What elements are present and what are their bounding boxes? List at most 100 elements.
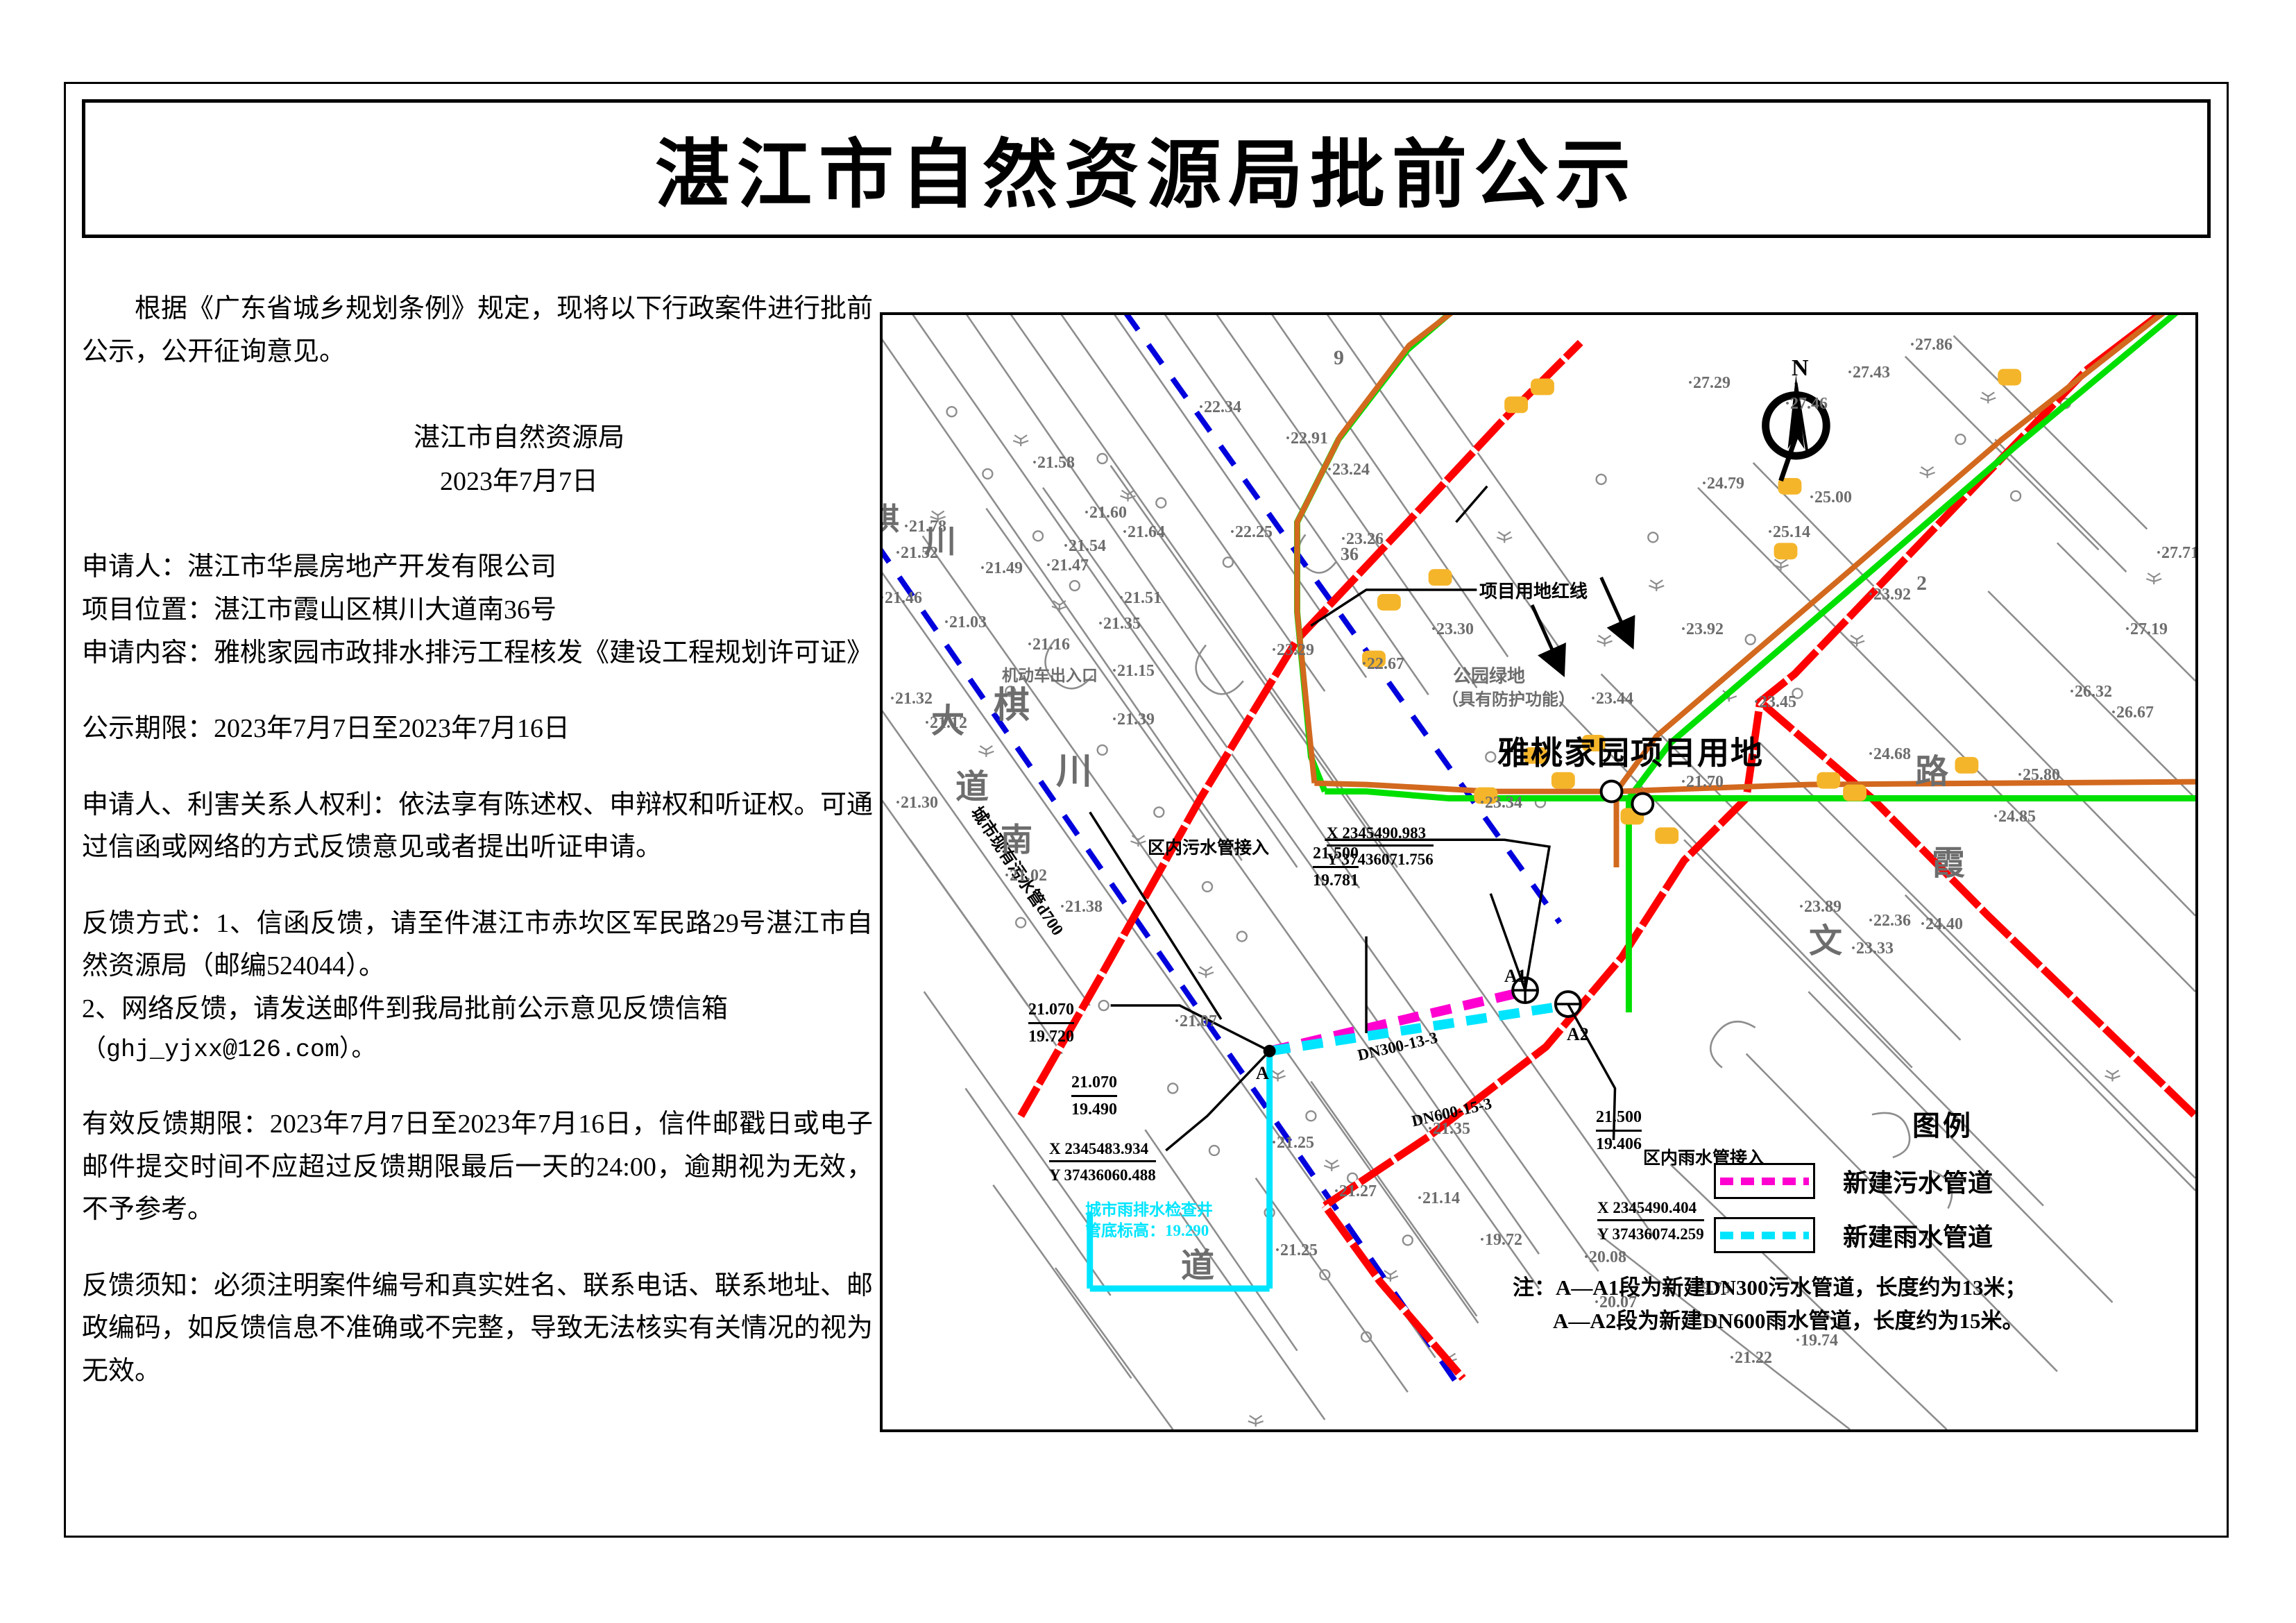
road-west-char-4: 川 bbox=[1056, 752, 1093, 792]
legend-item-storm: 新建雨水管道 bbox=[1714, 1217, 2172, 1253]
spot-height: ·23.30 bbox=[1431, 620, 1474, 638]
legend-item-sewage: 新建污水管道 bbox=[1714, 1163, 2172, 1199]
legend-note-line-2: A—A2段为新建DN600雨水管道，长度约为15米。 bbox=[1553, 1309, 2024, 1334]
elevation-top-4: 21.070 bbox=[1071, 1073, 1117, 1091]
spot-height: ·27.71 bbox=[2156, 544, 2198, 562]
page-title: 湛江市自然资源局批前公示 bbox=[654, 135, 1638, 217]
coordinate-x-2: X 2345490.404 bbox=[1597, 1199, 1697, 1216]
spot-height: ·19.75 bbox=[1687, 1280, 1731, 1298]
spot-height: ·22.36 bbox=[1868, 912, 1912, 930]
spot-height: ·25.00 bbox=[1809, 488, 1853, 507]
storm-line-swatch-icon bbox=[1714, 1217, 1815, 1253]
spot-height: ·21.30 bbox=[895, 794, 939, 812]
coordinate-y-2: Y 37436074.259 bbox=[1597, 1219, 1704, 1246]
spot-height: ·23.26 bbox=[1341, 530, 1384, 548]
spot-height: ·21.78 bbox=[903, 518, 947, 536]
spot-height: ·21.15 bbox=[1112, 662, 1155, 680]
elevation-pair-2: 21.500 19.406 bbox=[1596, 1106, 1642, 1156]
elevation-top-1: 21.500 bbox=[1313, 844, 1359, 863]
lot-number-2: 2 bbox=[1916, 572, 1927, 595]
spot-height: ·26.50 bbox=[2194, 714, 2195, 733]
spot-height: ·24.68 bbox=[1868, 745, 1912, 763]
spot-height: ·24.85 bbox=[1993, 808, 2036, 826]
page-border bbox=[64, 82, 2229, 1538]
spot-height: ·20.07 bbox=[1594, 1293, 1638, 1311]
coordinate-x-3: X 2345483.934 bbox=[1049, 1140, 1149, 1157]
lot-number-9: 9 bbox=[1334, 346, 1344, 369]
green-space-label: 公园绿地 bbox=[1453, 666, 1526, 686]
spot-height: ·23.92 bbox=[1868, 586, 1912, 604]
spot-height: ·21.39 bbox=[1112, 711, 1155, 729]
existing-utility-blue-dashed bbox=[883, 315, 1563, 1394]
issuer-block: 湛江市自然资源局 2023年7月7日 bbox=[82, 416, 873, 503]
road-west-char-6: 川 bbox=[924, 524, 956, 559]
map-legend: 图例 新建污水管道 新建雨水管道 注：A—A1段为新建DN300污水管道，长度约… bbox=[1513, 1103, 2172, 1338]
spot-height: ·21.07 bbox=[1174, 1012, 1218, 1030]
elevation-pair-3: 21.070 19.720 bbox=[1028, 999, 1074, 1048]
vegetation-symbols bbox=[930, 391, 2162, 1427]
coordinate-callout-1: X 2345490.983 Y 37436071.756 bbox=[1327, 822, 1434, 872]
elevation-bottom-4: 19.490 bbox=[1071, 1094, 1117, 1122]
spot-height: ·21.38 bbox=[1060, 898, 1103, 916]
spot-height: ·21.35 bbox=[1098, 615, 1141, 633]
elevation-bottom-3: 19.720 bbox=[1028, 1021, 1074, 1049]
feedback-method-2: 2、网络反馈，请发送邮件到我局批前公示意见反馈信箱 bbox=[82, 994, 729, 1023]
feedback-notice: 反馈须知：必须注明案件编号和真实姓名、联系电话、联系地址、邮政编码，如反馈信息不… bbox=[82, 1271, 874, 1386]
legend-label-storm: 新建雨水管道 bbox=[1843, 1223, 1993, 1251]
title-banner: 湛江市自然资源局批前公示 bbox=[82, 99, 2211, 238]
lot-number-36: 36 bbox=[1341, 544, 1359, 564]
spot-height: ·21.51 bbox=[1119, 589, 1162, 607]
spot-height: ·23.89 bbox=[1798, 898, 1842, 916]
spot-height: ·24.79 bbox=[1701, 475, 1745, 493]
project-location-line: 项目位置：湛江市霞山区棋川大道南36号 bbox=[82, 595, 557, 625]
spot-height: ·27.86 bbox=[1910, 336, 1953, 354]
spot-height: ·21.46 bbox=[880, 589, 923, 607]
applicant-line: 申请人：湛江市华晨房地产开发有限公司 bbox=[82, 552, 557, 582]
elevation-top-3: 21.070 bbox=[1028, 1001, 1074, 1019]
vehicle-entrance-label: 机动车出入口 bbox=[1002, 667, 1098, 684]
spot-height: ·27.43 bbox=[1847, 364, 1891, 382]
yellow-boundary-markers bbox=[1362, 368, 2022, 844]
spot-height: ·27.29 bbox=[1687, 374, 1731, 392]
sewage-connect-label: 区内污水管接入 bbox=[1148, 839, 1270, 858]
spot-height: ·21.32 bbox=[890, 690, 933, 708]
spot-height: ·27.46 bbox=[1785, 395, 1828, 413]
spot-height: ·21.60 bbox=[1084, 504, 1128, 522]
node-a-label: A bbox=[1256, 1063, 1269, 1083]
road-east-char-1: 路 bbox=[1915, 754, 1949, 790]
legend-note: 注：A—A1段为新建DN300污水管道，长度约为13米； A—A2段为新建DN6… bbox=[1513, 1271, 2172, 1338]
spot-height: ·21.49 bbox=[980, 559, 1023, 577]
spot-height: ·21.12 bbox=[924, 714, 968, 732]
coordinate-callout-3: X 2345483.934 Y 37436060.488 bbox=[1049, 1137, 1156, 1187]
spot-height: ·22.91 bbox=[1285, 430, 1329, 448]
redline-callout-label: 项目用地红线 bbox=[1479, 581, 1588, 602]
spot-height: ·21.52 bbox=[895, 544, 939, 562]
coordinate-callout-2: X 2345490.404 Y 37436074.259 bbox=[1597, 1196, 1704, 1246]
spot-height: ·23.24 bbox=[1327, 461, 1370, 479]
road-west-char-7: 棋 bbox=[883, 494, 899, 538]
storm-manhole-label-1: 城市雨排水检查井 bbox=[1085, 1201, 1213, 1218]
road-west-char-3: 道 bbox=[955, 769, 989, 806]
spot-height: ·21.64 bbox=[1122, 523, 1166, 541]
announcement-text-column: 根据《广东省城乡规划条例》规定，现将以下行政案件进行批前公示，公开征询意见。 湛… bbox=[82, 288, 873, 1509]
elevation-bottom-1: 19.781 bbox=[1313, 865, 1359, 893]
spot-height: ·23.34 bbox=[1479, 794, 1523, 812]
flow-direction-arrows bbox=[1530, 577, 1635, 677]
spot-height: ·21.16 bbox=[1027, 636, 1071, 654]
spot-height: ·22.25 bbox=[1230, 523, 1273, 541]
node-a2-label: A2 bbox=[1567, 1024, 1589, 1044]
feedback-email: （ghj_yjxx@126.com）。 bbox=[82, 1036, 376, 1064]
spot-height: ·21.03 bbox=[944, 613, 987, 631]
spot-height: ·23.29 bbox=[1271, 641, 1315, 659]
spot-height: ·21.70 bbox=[1681, 773, 1724, 791]
application-content-line: 申请内容：雅桃家园市政排水排污工程核发《建设工程规划许可证》 bbox=[82, 638, 874, 668]
coordinate-y-3: Y 37436060.488 bbox=[1049, 1160, 1156, 1187]
spot-height: ·21.14 bbox=[1417, 1189, 1461, 1207]
spot-height: ·27.19 bbox=[2125, 620, 2168, 638]
road-west-char-1: 棋 bbox=[994, 686, 1030, 726]
spot-height: ·19.74 bbox=[1795, 1332, 1839, 1350]
spot-height: ·22.34 bbox=[1198, 398, 1242, 416]
spot-height: ·21.35 bbox=[1427, 1120, 1471, 1138]
base-cadastral-lines bbox=[883, 315, 2195, 1429]
storm-manhole-label-2: 管底标高：19.290 bbox=[1085, 1222, 1209, 1239]
